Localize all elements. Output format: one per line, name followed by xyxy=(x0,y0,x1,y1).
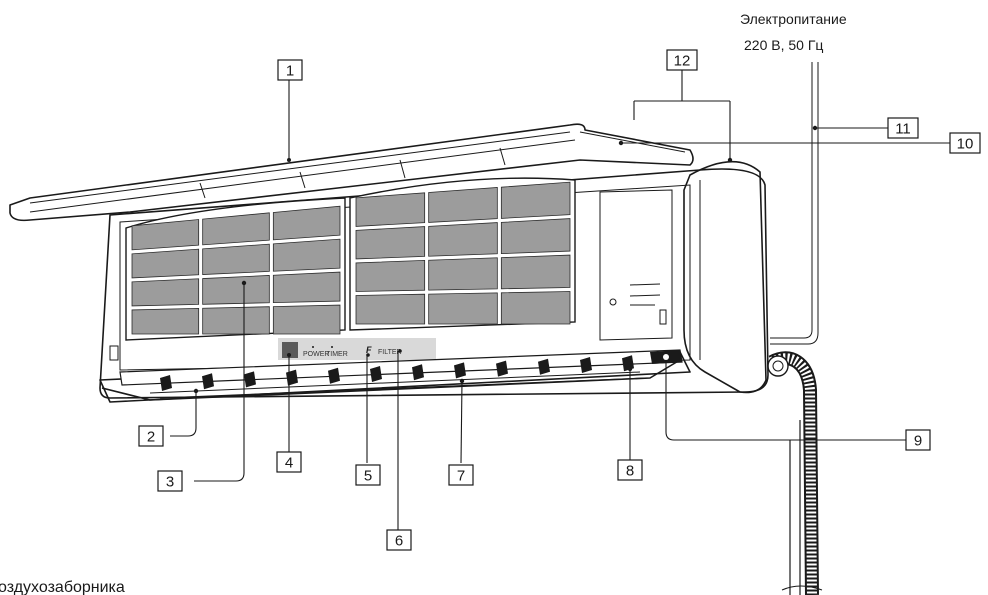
filter-mesh-cell xyxy=(202,275,270,305)
power-indicator-label: POWER xyxy=(303,351,329,358)
callout-8: 8 xyxy=(617,459,643,481)
timer-indicator-label: TIMER xyxy=(326,351,348,358)
air-filter-left xyxy=(125,197,346,341)
svg-text:6: 6 xyxy=(395,533,403,550)
power-supply-line1: Электропитание xyxy=(740,11,847,27)
filter-mesh-cell xyxy=(272,271,341,304)
filter-mesh-cell xyxy=(428,257,498,291)
callout-3: 3 xyxy=(157,470,183,492)
filter-mesh-cell xyxy=(428,222,498,257)
callout-2: 2 xyxy=(138,425,164,447)
filter-mesh-cell xyxy=(355,259,426,292)
power-supply-line2: 220 В, 50 Гц xyxy=(744,37,823,53)
louver-vane xyxy=(202,373,214,390)
callout-6: 6 xyxy=(386,529,412,551)
filter-mesh-cell xyxy=(428,292,498,325)
filter-mesh-cell xyxy=(500,181,571,219)
louver-vane xyxy=(328,367,340,384)
svg-text:4: 4 xyxy=(285,455,293,472)
svg-text:1: 1 xyxy=(286,63,294,80)
filter-mesh-cell xyxy=(355,293,426,325)
filter-mesh-cell xyxy=(131,307,200,335)
louver-vane xyxy=(412,364,424,381)
louver-vane xyxy=(538,358,550,375)
callout-12: 12 xyxy=(666,49,698,71)
svg-text:12: 12 xyxy=(674,53,691,70)
filter-mesh-cell xyxy=(355,226,426,260)
svg-text:8: 8 xyxy=(626,463,634,480)
svg-text:5: 5 xyxy=(364,468,372,485)
filter-mesh-cell xyxy=(355,192,426,227)
callout-10: 10 xyxy=(949,132,981,154)
callout-5: 5 xyxy=(355,464,381,486)
filter-mesh-cell xyxy=(272,205,341,241)
filter-indicator-label: FILTER xyxy=(378,349,402,356)
leader-lines xyxy=(170,70,950,530)
svg-text:10: 10 xyxy=(957,136,974,153)
svg-text:2: 2 xyxy=(147,429,155,446)
filter-mesh-cell xyxy=(500,254,571,290)
svg-text:7: 7 xyxy=(457,468,465,485)
callout-7: 7 xyxy=(448,464,474,486)
callout-1: 1 xyxy=(277,59,303,81)
louver-vane xyxy=(580,357,592,373)
louver-vane xyxy=(160,375,172,391)
louver-vane xyxy=(454,362,466,379)
filter-mesh-cell xyxy=(131,248,200,279)
filter-mesh-cell xyxy=(272,238,341,272)
louver-vane xyxy=(496,360,508,377)
svg-text:9: 9 xyxy=(914,433,922,450)
air-filter-right xyxy=(349,177,576,331)
louver-vane xyxy=(370,366,382,382)
filter-mesh-cell xyxy=(202,243,270,275)
callout-4: 4 xyxy=(276,451,302,473)
bottom-caption-fragment: оздухозаборника xyxy=(0,579,125,595)
callout-11: 11 xyxy=(887,117,919,139)
filter-mesh-cell xyxy=(500,218,571,255)
front-panel-open xyxy=(9,123,694,222)
filter-mesh-cell xyxy=(500,291,571,325)
filter-mesh-cell xyxy=(202,212,270,246)
filter-mesh-cell xyxy=(131,278,200,307)
piping-hose xyxy=(767,351,823,595)
louver-vane xyxy=(244,371,256,388)
filter-mesh-cell xyxy=(272,304,341,335)
svg-text:11: 11 xyxy=(895,121,911,138)
svg-text:3: 3 xyxy=(166,474,174,491)
power-cable xyxy=(770,62,819,345)
filter-mesh-cell xyxy=(428,187,498,223)
filter-mesh-cell xyxy=(202,306,270,335)
f-indicator-label: F xyxy=(366,345,372,355)
callout-9: 9 xyxy=(905,429,931,451)
filter-mesh-cell xyxy=(131,219,200,251)
control-panel: POWER TIMER F FILTER xyxy=(278,338,436,360)
